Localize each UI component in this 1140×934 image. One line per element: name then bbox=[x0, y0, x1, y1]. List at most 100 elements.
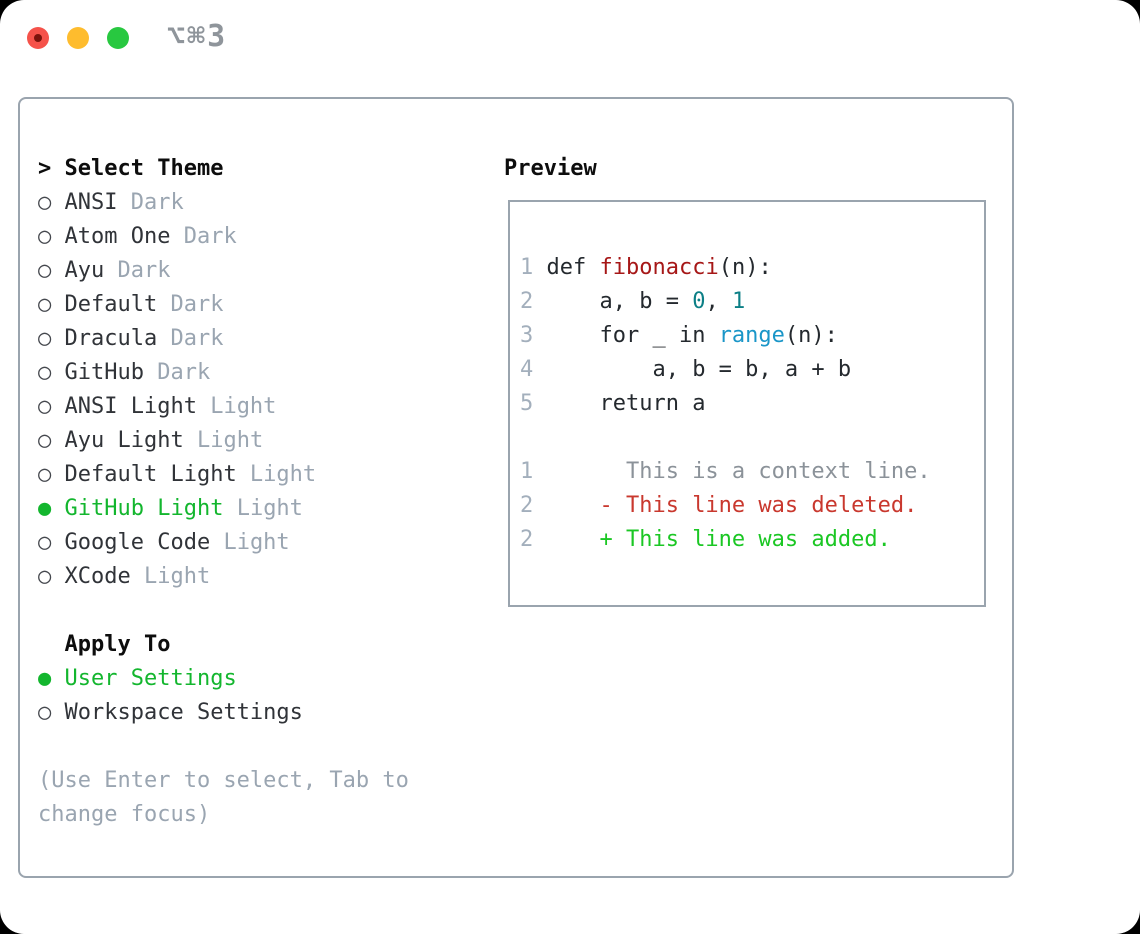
radio-unselected-icon: ○ bbox=[38, 700, 65, 725]
select-theme-header: > Select Theme bbox=[38, 152, 498, 186]
code-line: 1 def fibonacci(n): bbox=[520, 251, 984, 285]
close-dot-icon bbox=[34, 34, 42, 42]
line-number: 2 bbox=[520, 493, 534, 518]
radio-unselected-icon: ○ bbox=[38, 292, 65, 317]
code-token: a, b = b, a + b bbox=[533, 357, 852, 382]
spacer bbox=[38, 730, 498, 764]
option-variant: Dark bbox=[157, 292, 224, 317]
option-label: ANSI Light bbox=[64, 394, 197, 419]
option-label: Ayu Light bbox=[64, 428, 184, 453]
diff-preview: 1 This is a context line.2 - This line w… bbox=[520, 455, 984, 557]
line-number: 1 bbox=[520, 459, 534, 484]
prompt-icon: > bbox=[38, 156, 65, 181]
code-token: for _ in bbox=[533, 323, 719, 348]
code-line: 4 a, b = b, a + b bbox=[520, 353, 984, 387]
theme-option[interactable]: ○ Ayu Light Light bbox=[38, 424, 498, 458]
spacer bbox=[38, 594, 498, 628]
option-variant: Dark bbox=[104, 258, 171, 283]
code-token: a, b = bbox=[533, 289, 693, 314]
theme-list: ○ ANSI Dark○ Atom One Dark○ Ayu Dark○ De… bbox=[38, 186, 498, 594]
code-token: This is a context line. bbox=[533, 459, 931, 484]
radio-selected-icon: ● bbox=[38, 496, 65, 521]
code-line: 2 a, b = 0, 1 bbox=[520, 285, 984, 319]
theme-option[interactable]: ○ Atom One Dark bbox=[38, 220, 498, 254]
preview-title: Preview bbox=[504, 156, 597, 181]
option-label: Default bbox=[64, 292, 158, 317]
option-label: Dracula bbox=[64, 326, 158, 351]
radio-unselected-icon: ○ bbox=[38, 190, 65, 215]
option-label: Atom One bbox=[64, 224, 171, 249]
option-variant: Dark bbox=[170, 224, 237, 249]
hint-line: change focus) bbox=[38, 802, 211, 827]
code-line: 3 for _ in range(n): bbox=[520, 319, 984, 353]
window-title: ⌥⌘3 bbox=[167, 19, 228, 54]
code-token: 0 bbox=[692, 289, 706, 314]
option-variant: Light bbox=[223, 496, 303, 521]
option-variant: Light bbox=[130, 564, 211, 589]
radio-unselected-icon: ○ bbox=[38, 326, 65, 351]
option-label: XCode bbox=[64, 564, 131, 589]
apply-to-list: ● User Settings○ Workspace Settings bbox=[38, 662, 498, 730]
theme-option[interactable]: ○ Dracula Dark bbox=[38, 322, 498, 356]
option-label: Ayu bbox=[64, 258, 105, 283]
radio-unselected-icon: ○ bbox=[38, 462, 65, 487]
diff-line: 2 - This line was deleted. bbox=[520, 489, 984, 523]
option-variant: Light bbox=[210, 530, 290, 555]
apply-to-option[interactable]: ● User Settings bbox=[38, 662, 498, 696]
close-button[interactable] bbox=[27, 27, 49, 49]
option-variant: Light bbox=[183, 428, 264, 453]
radio-unselected-icon: ○ bbox=[38, 428, 65, 453]
code-token: fibonacci bbox=[599, 255, 719, 280]
theme-option[interactable]: ○ Default Light Light bbox=[38, 458, 498, 492]
radio-unselected-icon: ○ bbox=[38, 394, 65, 419]
hint-line: (Use Enter to select, Tab to bbox=[38, 768, 409, 793]
code-token: (n): bbox=[718, 255, 772, 280]
select-theme-label: Select Theme bbox=[64, 156, 224, 181]
radio-unselected-icon: ○ bbox=[38, 564, 65, 589]
code-token: def bbox=[533, 255, 600, 280]
option-label: Google Code bbox=[64, 530, 211, 555]
option-label: Default Light bbox=[64, 462, 237, 487]
code-token: + This line was added. bbox=[533, 527, 891, 552]
code-token: , bbox=[705, 289, 732, 314]
theme-option[interactable]: ○ ANSI Light Light bbox=[38, 390, 498, 424]
theme-picker-column: > Select Theme ○ ANSI Dark○ Atom One Dar… bbox=[38, 152, 498, 832]
hint-text: (Use Enter to select, Tab to change focus… bbox=[38, 764, 498, 832]
theme-option[interactable]: ○ Ayu Dark bbox=[38, 254, 498, 288]
code-token: (n): bbox=[784, 323, 838, 348]
radio-unselected-icon: ○ bbox=[38, 224, 65, 249]
minimize-button[interactable] bbox=[67, 27, 89, 49]
apply-to-header: Apply To bbox=[64, 632, 171, 657]
code-token: return a bbox=[533, 391, 706, 416]
radio-unselected-icon: ○ bbox=[38, 258, 65, 283]
line-number: 4 bbox=[520, 357, 534, 382]
option-variant: Dark bbox=[143, 360, 211, 385]
code-token: range bbox=[718, 323, 785, 348]
theme-option[interactable]: ○ ANSI Dark bbox=[38, 186, 498, 220]
option-label: GitHub Light bbox=[64, 496, 224, 521]
option-variant: Dark bbox=[117, 190, 184, 215]
line-number: 3 bbox=[520, 323, 534, 348]
theme-option[interactable]: ● GitHub Light Light bbox=[38, 492, 498, 526]
theme-option[interactable]: ○ XCode Light bbox=[38, 560, 498, 594]
line-number: 5 bbox=[520, 391, 534, 416]
theme-option[interactable]: ○ Google Code Light bbox=[38, 526, 498, 560]
diff-line: 2 + This line was added. bbox=[520, 523, 984, 557]
code-token: 1 bbox=[731, 289, 746, 314]
radio-selected-icon: ● bbox=[38, 666, 65, 691]
theme-option[interactable]: ○ Default Dark bbox=[38, 288, 498, 322]
apply-to-option[interactable]: ○ Workspace Settings bbox=[38, 696, 498, 730]
option-variant: Dark bbox=[157, 326, 224, 351]
option-label: User Settings bbox=[64, 666, 237, 691]
theme-option[interactable]: ○ GitHub Dark bbox=[38, 356, 498, 390]
diff-line: 1 This is a context line. bbox=[520, 455, 984, 489]
option-variant: Light bbox=[196, 394, 277, 419]
option-label: GitHub bbox=[64, 360, 144, 385]
zoom-button[interactable] bbox=[107, 27, 129, 49]
option-label: ANSI bbox=[64, 190, 118, 215]
radio-unselected-icon: ○ bbox=[38, 530, 65, 555]
line-number: 1 bbox=[520, 255, 534, 280]
line-number: 2 bbox=[520, 527, 534, 552]
